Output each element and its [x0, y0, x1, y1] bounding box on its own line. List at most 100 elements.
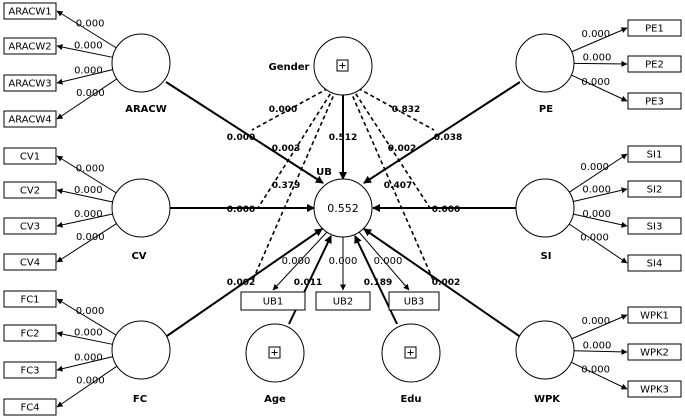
loading-label-si1: 0.000: [580, 162, 609, 173]
indicator-label-wpk1: WPK1: [640, 311, 669, 322]
coef-age-ub: 0.011: [294, 278, 322, 288]
label-wpk: WPK: [534, 394, 561, 405]
label-edu: Edu: [400, 394, 421, 405]
indicator-box-si3[interactable]: [627, 217, 682, 235]
coef-fc-ub: 0.002: [227, 278, 255, 288]
indicator-box-wpk1[interactable]: [627, 306, 682, 324]
loading-arrow-cv1: [56, 155, 117, 194]
loading-label-fc1: 0.000: [76, 306, 105, 317]
path-labels: 0.000 0.000 0.002 0.038 0.000 0.002 0.51…: [227, 105, 462, 288]
indicator-label-fc3: FC3: [20, 366, 39, 377]
coef-mod-gender-aracw: 0.000: [269, 105, 297, 115]
construct-aracw[interactable]: [111, 33, 171, 93]
loading-label-cv3: 0.000: [74, 209, 103, 220]
loading-arrow-wpk3: [571, 361, 628, 390]
loading-label-fc3: 0.000: [74, 352, 103, 363]
path-aracw-ub: [165, 81, 324, 184]
loading-label-cv4: 0.000: [76, 232, 105, 243]
ub-r-squared: 0.552: [327, 202, 359, 215]
coef-wpk-ub: 0.002: [432, 278, 460, 288]
indicator-label-si1: SI1: [647, 150, 663, 161]
coef-edu-ub: 0.189: [364, 278, 392, 288]
indicator-box-aracw1[interactable]: [3, 2, 57, 20]
coef-mod-gender-fc: 0.379: [272, 181, 300, 191]
loading-arrow-aracw3: [56, 69, 113, 85]
indicator-box-pe1[interactable]: [627, 19, 682, 37]
loading-arrow-aracw1: [56, 10, 117, 49]
indicator-box-aracw3[interactable]: [3, 74, 57, 92]
loading-label-wpk1: 0.000: [582, 316, 611, 327]
loading-arrow-aracw4: [56, 78, 118, 120]
indicator-box-ub1[interactable]: [240, 291, 306, 311]
indicator-label-ub3: UB3: [404, 297, 425, 308]
loading-label-aracw1: 0.000: [76, 18, 105, 29]
coef-mod-gender-cv: 0.003: [272, 144, 300, 154]
loading-label-wpk3: 0.000: [581, 365, 610, 376]
loading-arrow-aracw2: [56, 44, 113, 58]
indicator-box-fc2[interactable]: [3, 324, 57, 342]
indicator-box-fc3[interactable]: [3, 361, 57, 379]
indicator-box-aracw4[interactable]: [3, 110, 57, 128]
indicator-label-pe2: PE2: [645, 60, 664, 71]
loading-label-ub2: 0.000: [329, 256, 358, 267]
construct-fc[interactable]: [111, 320, 171, 380]
loading-arrow-si4: [568, 223, 628, 264]
coef-cv-ub: 0.000: [227, 205, 255, 215]
construct-si[interactable]: [515, 178, 575, 238]
indicator-label-si4: SI4: [647, 259, 663, 270]
indicator-label-aracw1: ARACW1: [8, 7, 51, 18]
indicator-box-fc1[interactable]: [3, 290, 57, 308]
indicator-label-ub1: UB1: [263, 297, 284, 308]
label-si: SI: [541, 251, 552, 262]
loading-label-pe2: 0.000: [583, 53, 612, 64]
indicator-label-si2: SI2: [647, 185, 663, 196]
loading-label-aracw4: 0.000: [76, 88, 105, 99]
coef-aracw-ub: 0.000: [227, 133, 255, 143]
indicator-box-wpk2[interactable]: [627, 343, 682, 361]
indicator-box-ub3[interactable]: [388, 291, 440, 311]
indicator-box-fc4[interactable]: [3, 398, 57, 416]
indicator-box-cv4[interactable]: [3, 253, 57, 271]
loading-label-si2: 0.000: [582, 184, 611, 195]
ub-arrow-3: [358, 231, 410, 291]
loading-arrow-si3: [573, 213, 628, 228]
indicator-box-cv1[interactable]: [3, 147, 57, 165]
ub-arrow-1: [272, 231, 328, 291]
indicator-box-aracw2[interactable]: [3, 37, 57, 55]
indicator-box-pe3[interactable]: [627, 92, 682, 110]
label-aracw: ARACW: [125, 104, 167, 115]
plus-square-icon: [336, 59, 349, 72]
plus-square-icon: [268, 346, 281, 359]
loading-label-aracw2: 0.000: [74, 41, 103, 52]
loading-label-ub1: 0.000: [282, 256, 311, 267]
loading-arrow-pe1: [571, 27, 628, 53]
indicator-label-si3: SI3: [647, 222, 663, 233]
loading-label-aracw3: 0.000: [74, 65, 103, 76]
plus-square-icon: [404, 346, 417, 359]
label-pe: PE: [539, 104, 553, 115]
path-pe-ub: [363, 81, 521, 184]
loading-label-cv2: 0.000: [74, 185, 103, 196]
indicator-label-cv2: CV2: [20, 186, 40, 197]
indicator-box-wpk3[interactable]: [627, 380, 682, 398]
label-age: Age: [264, 394, 286, 405]
indicator-box-si2[interactable]: [627, 180, 682, 198]
indicator-label-fc2: FC2: [20, 329, 39, 340]
path-wpk-ub: [363, 228, 523, 339]
indicator-label-cv3: CV3: [20, 222, 40, 233]
loading-label-fc4: 0.000: [76, 376, 105, 387]
indicator-box-cv2[interactable]: [3, 181, 57, 199]
coef-si-ub: 0.000: [432, 205, 460, 215]
indicator-box-si4[interactable]: [627, 254, 682, 272]
indicator-box-si1[interactable]: [627, 145, 682, 163]
indicator-box-cv3[interactable]: [3, 217, 57, 235]
construct-cv[interactable]: [111, 178, 171, 238]
indicator-box-pe2[interactable]: [627, 55, 682, 73]
loading-label-si3: 0.000: [582, 209, 611, 220]
loading-arrow-cv3: [56, 213, 113, 228]
construct-pe[interactable]: [515, 33, 575, 93]
construct-wpk[interactable]: [515, 320, 575, 380]
indicator-box-ub2[interactable]: [315, 291, 371, 311]
